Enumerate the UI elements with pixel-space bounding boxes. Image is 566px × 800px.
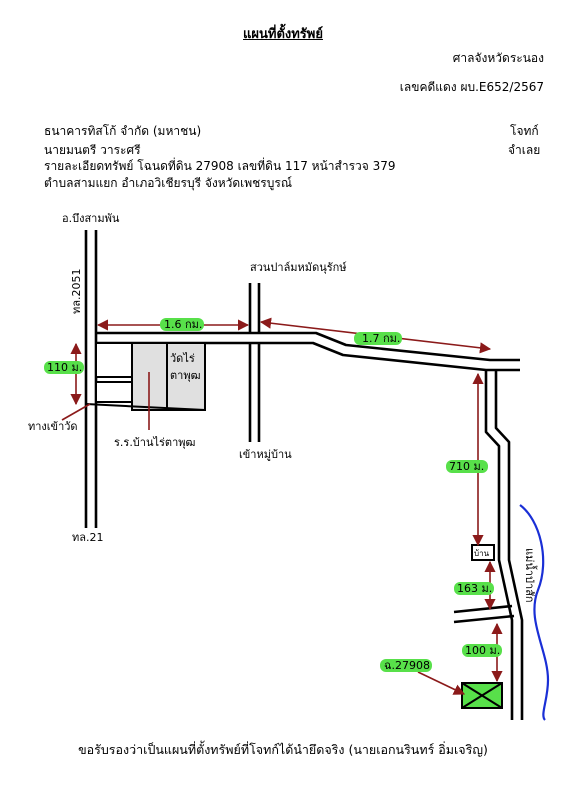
road-label: ทล.2051 bbox=[70, 269, 83, 314]
plaintiff-role: โจทก์ bbox=[510, 124, 539, 138]
place-label: ทางเข้าวัด bbox=[28, 420, 78, 433]
case-number: เลขคดีแดง ผบ.E652/2567 bbox=[399, 80, 544, 94]
place-label: เข้าหมู่บ้าน bbox=[239, 448, 292, 461]
place-label: วัดไร่ bbox=[170, 352, 195, 365]
place-label: อ.บึงสามพัน bbox=[62, 212, 120, 225]
property-location: ตำบลสามแยก อำเภอวิเชียรบุรี จังหวัดเพชรบ… bbox=[44, 176, 292, 190]
distance-label: 100 ม. bbox=[465, 644, 500, 657]
parcel-label: ฉ.27908 bbox=[384, 659, 430, 672]
village-road bbox=[248, 283, 261, 442]
temple-block bbox=[166, 342, 206, 411]
distance-label: 1.6 กม. bbox=[164, 318, 202, 331]
distance-label: 163 ม. bbox=[457, 582, 492, 595]
house-label: บ้าน bbox=[474, 549, 490, 558]
place-label: ร.ร.บ้านไร่ตาพุฒ bbox=[114, 436, 196, 449]
place-label: สวนปาล์มหมัดนุรักษ์ bbox=[250, 261, 347, 274]
road-label: ทล.21 bbox=[72, 531, 104, 544]
temple-entrance-pointer bbox=[61, 403, 91, 421]
temple-area bbox=[85, 342, 206, 411]
plaintiff-name: ธนาคารทิสโก้ จำกัด (มหาชน) bbox=[44, 124, 202, 138]
place-label: ตาพุฒ bbox=[170, 369, 201, 382]
certification-text: ขอรับรองว่าเป็นแผนที่ตั้งทรัพย์ที่โจทก์ไ… bbox=[78, 742, 488, 757]
river-label: แม่น้ำป่าสัก bbox=[523, 548, 538, 603]
parcel-icon bbox=[461, 682, 503, 709]
defendant-name: นายมนตรี วาระศรี bbox=[44, 143, 141, 157]
page-title: แผนที่ตั้งทรัพย์ bbox=[243, 27, 323, 42]
highway-road bbox=[84, 230, 98, 528]
river bbox=[519, 504, 550, 721]
parcel-pointer bbox=[417, 671, 466, 695]
property-details: รายละเอียดทรัพย์ โฉนดที่ดิน 27908 เลขที่… bbox=[44, 159, 396, 173]
distance-label: 710 ม. bbox=[449, 460, 484, 473]
defendant-role: จำเลย bbox=[508, 143, 541, 157]
distance-label: 110 ม. bbox=[47, 361, 82, 374]
court-name: ศาลจังหวัดระนอง bbox=[452, 51, 544, 65]
distance-label: 1.7 กม. bbox=[362, 332, 400, 345]
parcel-road bbox=[453, 370, 524, 720]
